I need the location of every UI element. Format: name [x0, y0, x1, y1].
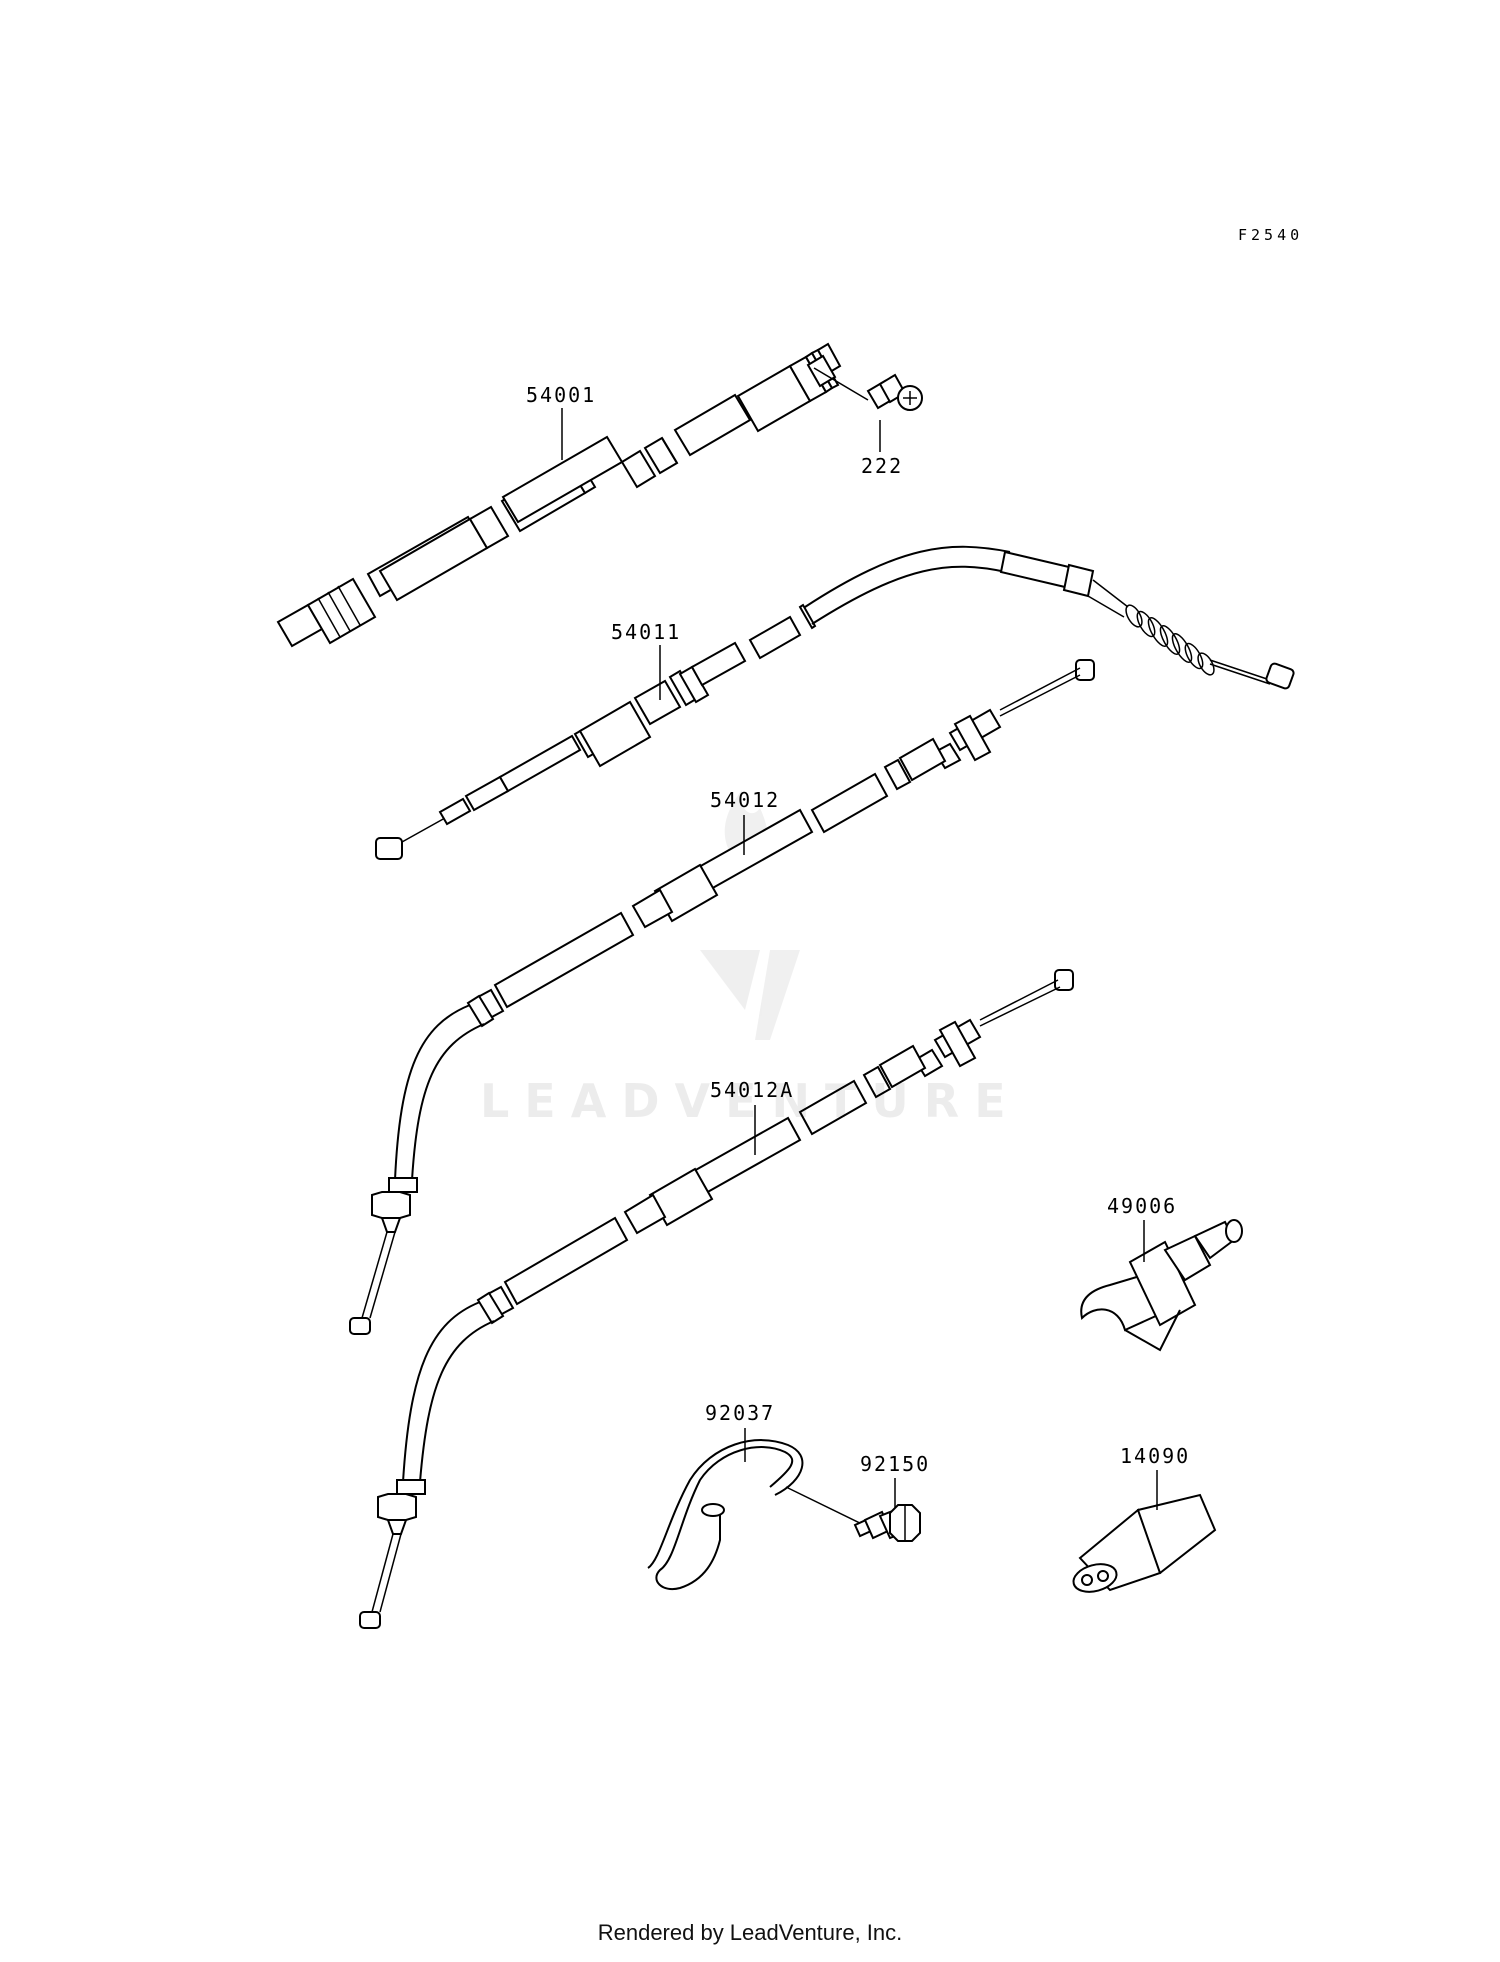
part-label-49006[interactable]: 49006 — [1107, 1194, 1178, 1218]
part-label-54001[interactable]: 54001 — [526, 383, 597, 407]
watermark-text: LEADVENTURE — [480, 1074, 1021, 1128]
footer-credit: Rendered by LeadVenture, Inc. — [597, 1920, 903, 1945]
figure-id: F2540 — [1238, 226, 1304, 244]
part-label-54012[interactable]: 54012 — [710, 788, 781, 812]
clutch-cable-drawing — [349, 659, 1095, 1335]
part-label-92150[interactable]: 92150 — [860, 1452, 931, 1476]
part-label-222[interactable]: 222 — [861, 454, 904, 478]
cap-drawing — [1072, 1493, 1217, 1593]
leader-lines — [561, 408, 1158, 1510]
throttle-cable-drawing — [375, 545, 1295, 860]
part-label-54012A[interactable]: 54012A — [710, 1078, 795, 1102]
cover-boot-drawing — [1080, 1219, 1243, 1352]
bolt-drawing — [853, 1504, 921, 1542]
speedometer-cable-drawing — [276, 342, 923, 648]
clamp-drawing — [647, 1439, 871, 1591]
part-label-14090[interactable]: 14090 — [1120, 1444, 1191, 1468]
clutch-cable-alt-drawing — [359, 969, 1074, 1629]
part-label-54011[interactable]: 54011 — [611, 620, 682, 644]
part-label-92037[interactable]: 92037 — [705, 1401, 776, 1425]
